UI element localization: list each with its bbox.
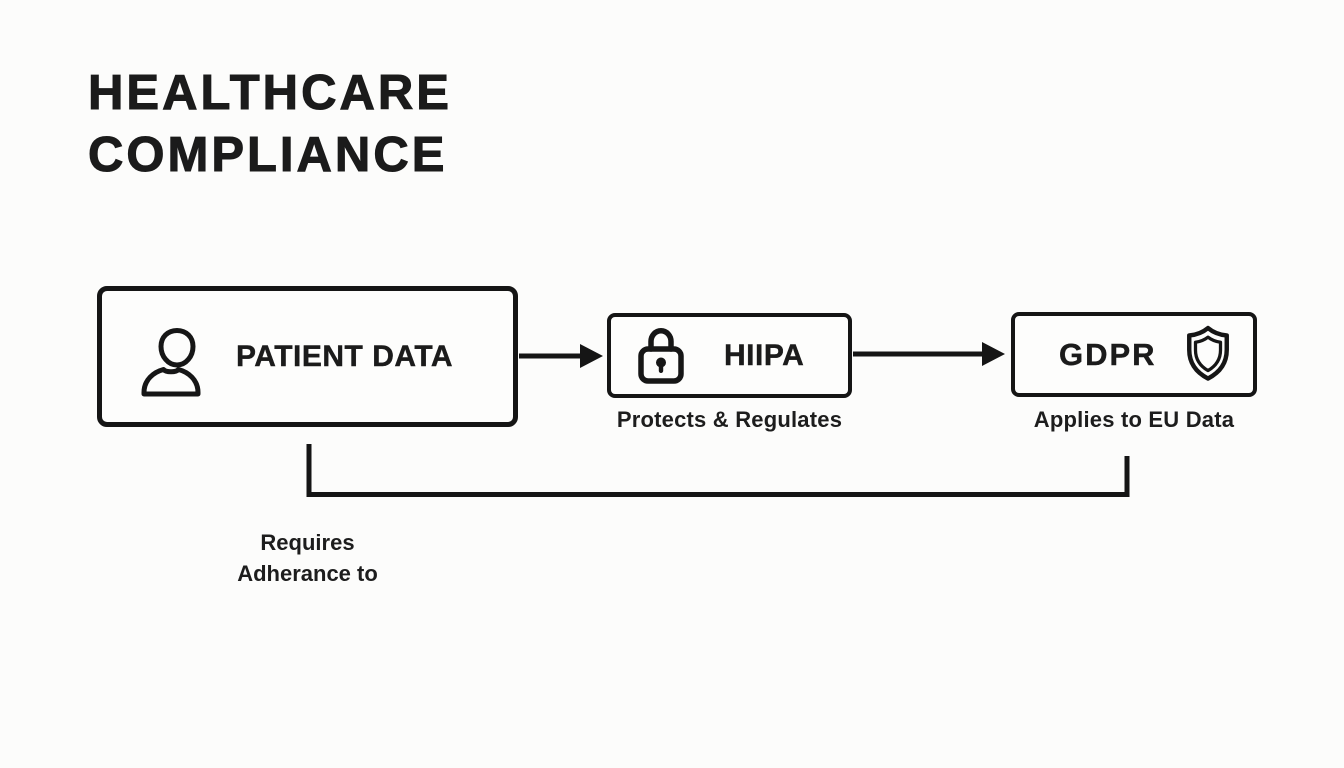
connector-label-line-2: Adherance to xyxy=(237,561,378,586)
gdpr-caption: Applies to EU Data xyxy=(1033,407,1235,432)
hipaa-caption: Protects & Regulates xyxy=(616,407,843,432)
person-icon xyxy=(141,327,201,396)
arrow-patient-to-hipaa xyxy=(519,344,603,368)
node-gdpr: GDPR xyxy=(1011,312,1257,397)
connector-label: Requires Adherance to xyxy=(195,527,420,589)
page-title: HEALTHCARE COMPLIANCE xyxy=(88,62,452,186)
lock-icon xyxy=(638,327,684,384)
arrow-hipaa-to-gdpr xyxy=(853,342,1005,366)
arrowhead-right-icon xyxy=(982,342,1005,366)
page-title-line-2: COMPLIANCE xyxy=(88,128,448,183)
node-patient-data-label: PATIENT DATA xyxy=(236,339,454,373)
connector-label-line-1: Requires xyxy=(260,530,355,555)
shield-icon xyxy=(1187,325,1229,381)
node-gdpr-label: GDPR xyxy=(1059,336,1157,372)
node-hipaa-label: HIIPA xyxy=(724,338,805,372)
connector-patient-to-gdpr xyxy=(306,444,1130,497)
node-patient-data: PATIENT DATA xyxy=(97,286,518,427)
arrowhead-right-icon xyxy=(580,344,603,368)
page-title-line-1: HEALTHCARE xyxy=(88,66,452,121)
node-hipaa: HIIPA xyxy=(607,313,852,398)
